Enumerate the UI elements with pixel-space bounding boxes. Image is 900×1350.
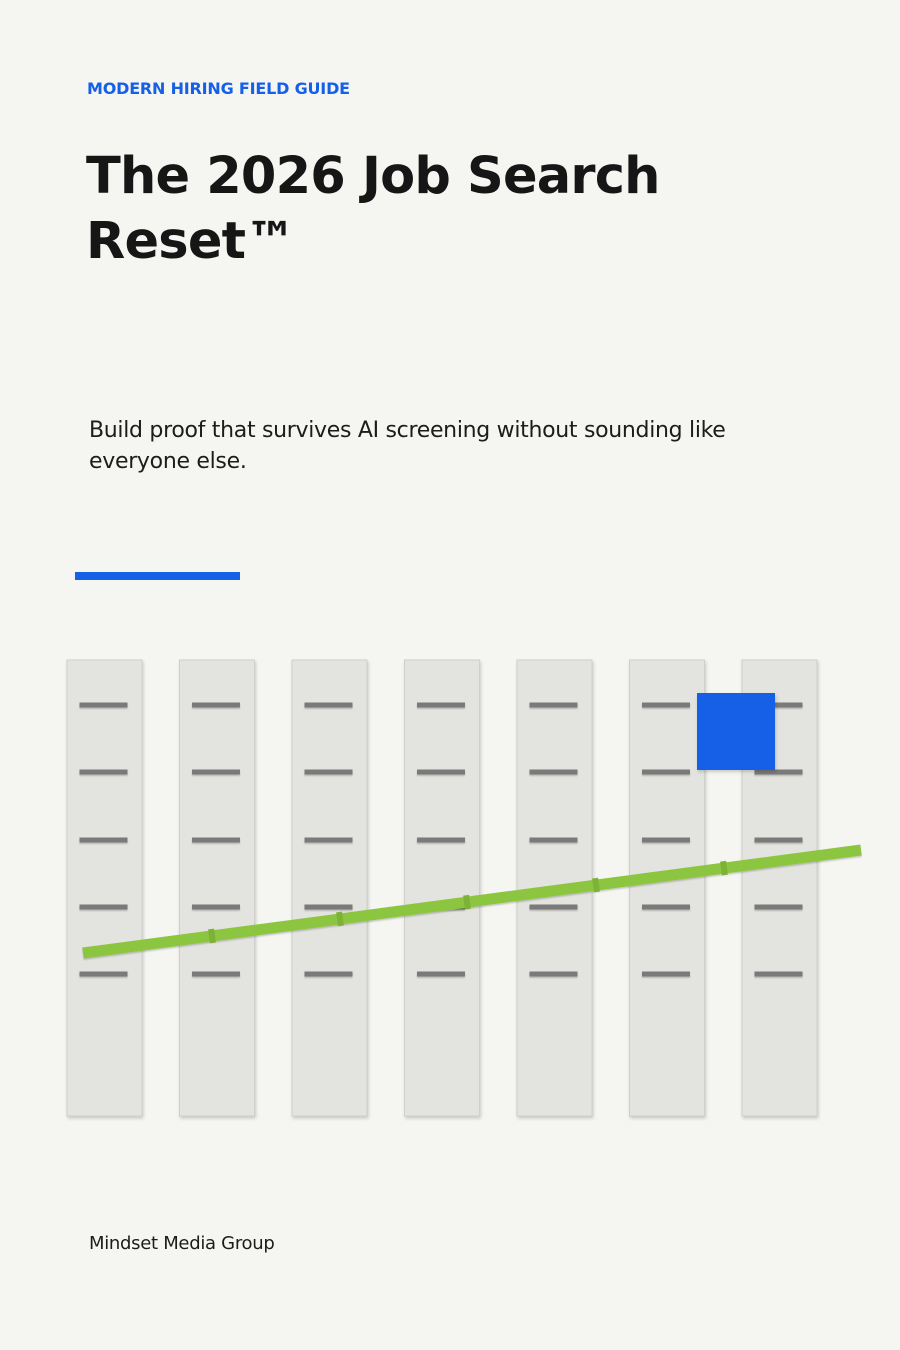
cover-title: The 2026 Job Search Reset™ — [86, 147, 660, 271]
tick-mark — [642, 769, 690, 775]
tick-mark — [304, 904, 353, 910]
tick-mark — [642, 837, 690, 843]
tick-mark — [754, 769, 803, 775]
tick-mark — [417, 971, 465, 977]
tick-mark — [642, 904, 690, 910]
cover-subtitle: Build proof that survives AI screening w… — [89, 418, 726, 474]
trend-joint — [208, 928, 216, 944]
tick-mark — [304, 769, 353, 775]
tick-mark — [192, 702, 240, 708]
column-group — [66, 659, 818, 1117]
tick-mark — [304, 971, 353, 977]
tick-mark — [754, 904, 803, 910]
column-4 — [404, 659, 480, 1117]
tick-mark — [192, 971, 240, 977]
tick-mark — [529, 837, 578, 843]
tick-mark — [79, 837, 128, 843]
tick-mark — [417, 702, 465, 708]
eyebrow-label: MODERN HIRING FIELD GUIDE — [87, 79, 350, 98]
trend-joint — [592, 877, 600, 893]
trend-joint — [720, 860, 728, 876]
tick-mark — [754, 971, 803, 977]
tick-mark — [304, 837, 353, 843]
tick-mark — [79, 971, 128, 977]
tick-mark — [79, 904, 128, 910]
tick-mark — [304, 702, 353, 708]
tick-mark — [529, 702, 578, 708]
tick-mark — [529, 769, 578, 775]
tick-mark — [642, 971, 690, 977]
publisher-name: Mindset Media Group — [89, 1233, 275, 1254]
tick-mark — [754, 702, 803, 708]
tick-mark — [417, 769, 465, 775]
column-1 — [66, 659, 143, 1117]
column-2 — [179, 659, 255, 1117]
tick-mark — [192, 837, 240, 843]
tick-mark — [79, 702, 128, 708]
column-3 — [291, 659, 368, 1117]
tick-mark — [529, 904, 578, 910]
tick-mark — [192, 769, 240, 775]
tick-mark — [79, 769, 128, 775]
tick-mark — [754, 837, 803, 843]
column-6 — [629, 659, 705, 1117]
tick-mark — [417, 837, 465, 843]
tick-mark — [642, 702, 690, 708]
trend-joint — [336, 911, 344, 927]
accent-rule — [75, 572, 240, 580]
highlight-square — [697, 693, 775, 770]
tick-mark — [192, 904, 240, 910]
tick-mark — [529, 971, 578, 977]
trend-joint — [463, 894, 471, 910]
trend-group — [82, 844, 862, 959]
highlight-group — [697, 693, 775, 770]
